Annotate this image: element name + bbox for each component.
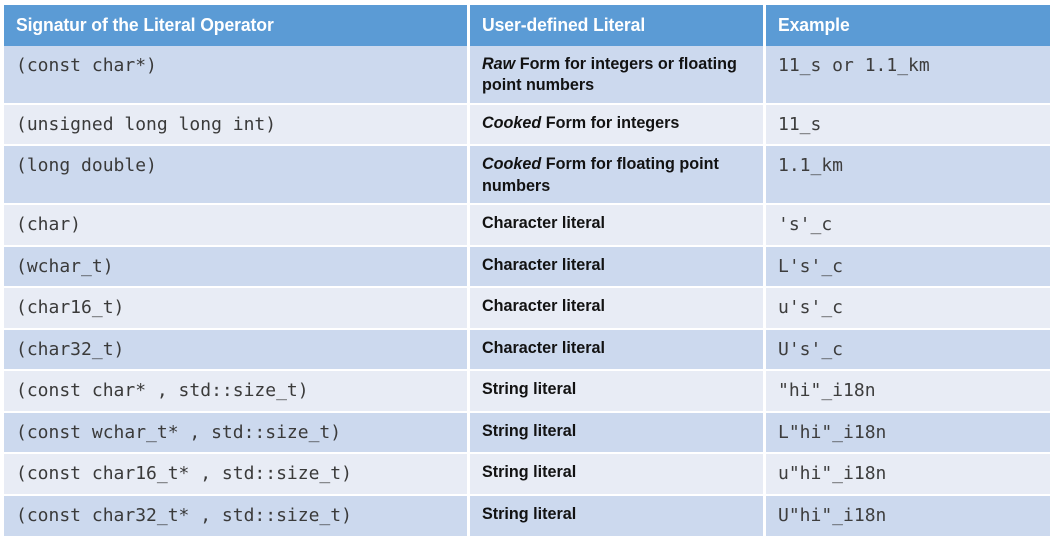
- cell-user-defined-literal-text: Character literal: [482, 295, 749, 316]
- column-header-example: Example: [766, 5, 1050, 46]
- table-row: (wchar_t) Character literal L's'_c: [4, 246, 1050, 289]
- cell-signature: (wchar_t): [4, 246, 470, 289]
- cell-example: U's'_c: [766, 329, 1050, 372]
- table-row: (char16_t) Character literal u's'_c: [4, 288, 1050, 330]
- literal-form-rest: Character literal: [482, 254, 605, 274]
- cell-user-defined-literal: Cooked Form for floating point numbers: [470, 146, 766, 206]
- cell-signature: (unsigned long long int): [4, 104, 470, 147]
- table-row: (const char32_t* , std::size_t) String li…: [4, 496, 1050, 538]
- cell-example: u's'_c: [766, 288, 1050, 330]
- table-row: (long double) Cooked Form for floating po…: [4, 146, 1050, 206]
- literal-form-rest: String literal: [482, 504, 577, 523]
- cell-user-defined-literal-text: String literal: [482, 461, 749, 482]
- table-row: (char) Character literal 's'_c: [4, 205, 1050, 247]
- cell-signature: (const char*): [4, 46, 470, 105]
- cell-user-defined-literal: Raw Form for integers or floating point …: [470, 46, 766, 105]
- literal-form-rest: Form for integers: [541, 112, 680, 132]
- cell-signature: (char32_t): [4, 329, 470, 372]
- literal-form-rest: String literal: [482, 420, 577, 440]
- literal-form-rest: String literal: [482, 462, 577, 482]
- cell-signature: (char): [4, 205, 470, 247]
- cell-user-defined-literal-text: String literal: [482, 378, 749, 399]
- literal-form-rest: Character literal: [482, 337, 605, 357]
- literal-form-emphasis: Cooked: [482, 112, 542, 132]
- cell-example: 11_s: [766, 104, 1050, 147]
- cell-user-defined-literal: Character literal: [470, 329, 766, 372]
- table-row: (const char16_t* , std::size_t) String li…: [4, 454, 1050, 496]
- cell-user-defined-literal: String literal: [470, 496, 766, 538]
- cell-user-defined-literal-text: String literal: [482, 420, 749, 441]
- cell-example: u"hi"_i18n: [766, 454, 1050, 496]
- cell-user-defined-literal: String literal: [470, 371, 766, 413]
- cell-user-defined-literal: Character literal: [470, 205, 766, 247]
- table-row: (const char* , std::size_t) String litera…: [4, 371, 1050, 413]
- table-row: (const wchar_t* , std::size_t) String lit…: [4, 412, 1050, 455]
- cell-signature: (char16_t): [4, 288, 470, 330]
- table-row: (unsigned long long int) Cooked Form for …: [4, 104, 1050, 147]
- cell-user-defined-literal-text: Character literal: [482, 254, 749, 275]
- literal-form-rest: Character literal: [482, 296, 605, 316]
- cell-user-defined-literal-text: Character literal: [482, 337, 749, 358]
- cell-signature: (const char* , std::size_t): [4, 371, 470, 413]
- literal-form-emphasis: Raw: [482, 54, 516, 73]
- cell-user-defined-literal-text: String literal: [482, 503, 749, 524]
- table-row: (char32_t) Character literal U's'_c: [4, 329, 1050, 372]
- cell-user-defined-literal: String literal: [470, 412, 766, 455]
- column-header-example-label: Example: [778, 14, 850, 35]
- cell-example: 's'_c: [766, 205, 1050, 247]
- literal-form-rest: Form for integers or floating point numb…: [482, 54, 737, 95]
- literal-operator-table: Signatur of the Literal Operator User-de…: [4, 5, 1050, 538]
- cell-signature: (const char32_t* , std::size_t): [4, 496, 470, 538]
- literal-form-rest: Character literal: [482, 213, 605, 233]
- column-header-signature-label: Signatur of the Literal Operator: [16, 14, 274, 35]
- column-header-user-defined-literal: User-defined Literal: [470, 5, 766, 46]
- cell-user-defined-literal-text: Cooked Form for floating point numbers: [482, 153, 749, 196]
- table-body: (const char*) Raw Form for integers or fl…: [4, 46, 1050, 538]
- cell-example: L"hi"_i18n: [766, 412, 1050, 455]
- cell-signature: (const wchar_t* , std::size_t): [4, 412, 470, 455]
- literal-form-emphasis: Cooked: [482, 154, 542, 174]
- cell-user-defined-literal-text: Raw Form for integers or floating point …: [482, 53, 749, 96]
- column-header-signature: Signatur of the Literal Operator: [4, 5, 470, 46]
- cell-signature: (long double): [4, 146, 470, 206]
- column-header-user-defined-literal-label: User-defined Literal: [482, 14, 646, 35]
- cell-example: L's'_c: [766, 246, 1050, 289]
- cell-signature: (const char16_t* , std::size_t): [4, 454, 470, 496]
- cell-user-defined-literal: String literal: [470, 454, 766, 496]
- table-header: Signatur of the Literal Operator User-de…: [4, 5, 1050, 46]
- cell-user-defined-literal: Character literal: [470, 288, 766, 330]
- table-row: (const char*) Raw Form for integers or fl…: [4, 46, 1050, 105]
- cell-example: U"hi"_i18n: [766, 496, 1050, 538]
- table-header-row: Signatur of the Literal Operator User-de…: [4, 5, 1050, 46]
- cell-user-defined-literal: Character literal: [470, 246, 766, 289]
- cell-user-defined-literal-text: Character literal: [482, 212, 749, 233]
- literal-form-rest: Form for floating point numbers: [482, 154, 719, 195]
- literal-operator-table-wrap: Signatur of the Literal Operator User-de…: [4, 5, 1050, 538]
- literal-form-rest: String literal: [482, 379, 577, 399]
- cell-example: 11_s or 1.1_km: [766, 46, 1050, 105]
- cell-example: 1.1_km: [766, 146, 1050, 206]
- cell-user-defined-literal: Cooked Form for integers: [470, 104, 766, 147]
- cell-example: "hi"_i18n: [766, 371, 1050, 413]
- cell-user-defined-literal-text: Cooked Form for integers: [482, 112, 749, 133]
